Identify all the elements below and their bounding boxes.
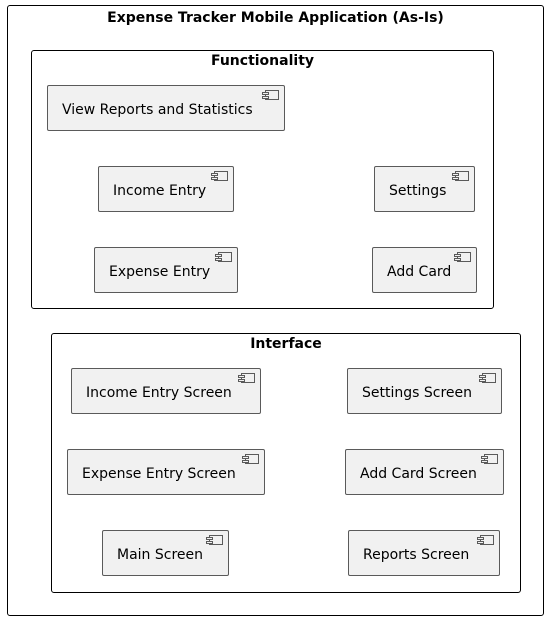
component-icon xyxy=(215,252,232,262)
component-label: View Reports and Statistics xyxy=(62,102,253,118)
app-frame: Expense Tracker Mobile Application (As-I… xyxy=(7,5,544,616)
component-icon xyxy=(477,535,494,545)
component-icon xyxy=(211,171,228,181)
component-label: Reports Screen xyxy=(363,547,470,563)
component-label: Settings Screen xyxy=(362,385,473,401)
component-icon xyxy=(452,171,469,181)
component-view-reports: View Reports and Statistics xyxy=(47,85,285,131)
component-settings: Settings xyxy=(374,166,475,212)
interface-title: Interface xyxy=(250,336,322,352)
component-icon xyxy=(206,535,223,545)
component-main-screen: Main Screen xyxy=(102,530,229,576)
component-icon xyxy=(262,90,279,100)
component-label: Income Entry Screen xyxy=(86,385,232,401)
component-icon xyxy=(481,454,498,464)
component-label: Main Screen xyxy=(117,547,204,563)
component-label: Settings xyxy=(389,183,447,199)
component-reports-screen: Reports Screen xyxy=(348,530,500,576)
component-expense-entry-screen: Expense Entry Screen xyxy=(67,449,265,495)
component-income-entry-screen: Income Entry Screen xyxy=(71,368,261,414)
component-label: Expense Entry Screen xyxy=(82,466,236,482)
component-icon xyxy=(242,454,259,464)
app-title: Expense Tracker Mobile Application (As-I… xyxy=(107,10,444,26)
component-label: Expense Entry xyxy=(109,264,211,280)
component-add-card-screen: Add Card Screen xyxy=(345,449,504,495)
component-icon xyxy=(454,252,471,262)
component-icon xyxy=(238,373,255,383)
component-expense-entry: Expense Entry xyxy=(94,247,238,293)
component-settings-screen: Settings Screen xyxy=(347,368,502,414)
component-label: Add Card xyxy=(387,264,452,280)
component-label: Add Card Screen xyxy=(360,466,477,482)
functionality-package: Functionality xyxy=(31,50,494,309)
component-icon xyxy=(479,373,496,383)
component-label: Income Entry xyxy=(113,183,207,199)
functionality-title: Functionality xyxy=(210,53,315,69)
component-add-card: Add Card xyxy=(372,247,477,293)
component-income-entry: Income Entry xyxy=(98,166,234,212)
interface-package: Interface xyxy=(51,333,521,593)
